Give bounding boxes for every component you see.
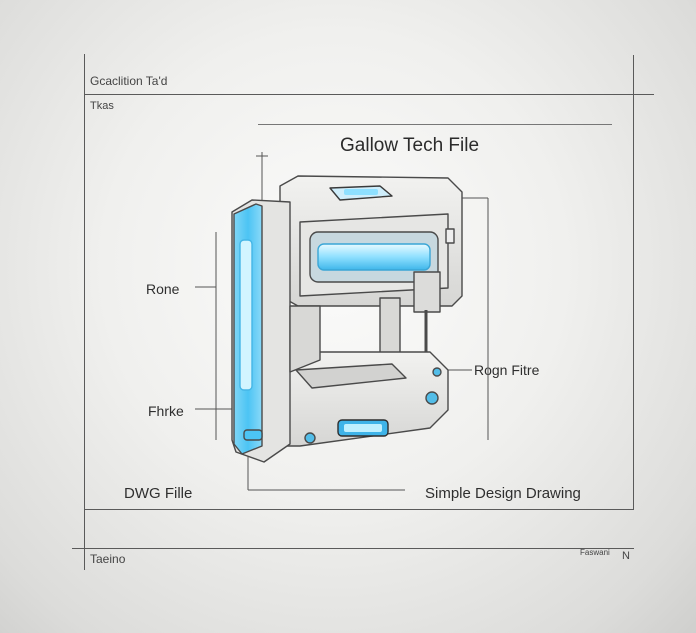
frame-left-line: [84, 54, 85, 570]
footer-left-text: Taeino: [90, 552, 126, 566]
label-right: Rogn Fitre: [474, 362, 540, 378]
indicator-light: [432, 367, 442, 377]
left-column-glow: [239, 239, 253, 391]
label-bottom-left: DWG Fille: [124, 485, 193, 502]
inner-arm: [289, 305, 321, 373]
base-tray: [295, 363, 407, 389]
footer-right-mark: N: [622, 550, 630, 562]
frame-top-line: [84, 94, 654, 95]
top-glow-bar-inner: [317, 243, 431, 271]
frame-footer-line: [72, 548, 634, 549]
label-left-bottom: Fhrke: [148, 403, 184, 419]
header-title: Gcaclition Ta'd: [90, 74, 168, 88]
spindle-housing: [413, 271, 441, 313]
base-knob-right: [425, 391, 439, 405]
left-foot-glow: [243, 429, 263, 441]
top-vent-glow: [344, 189, 378, 195]
header-subtitle: Tkas: [90, 100, 114, 112]
frame-right-line: [633, 55, 634, 510]
inner-pillar: [379, 297, 401, 361]
device-body: [231, 175, 463, 463]
label-bottom-right: Simple Design Drawing: [425, 485, 581, 502]
label-left-top: Rone: [146, 281, 180, 297]
base-knob-left: [304, 432, 316, 444]
side-button: [445, 228, 455, 244]
frame-bottom-inner-line: [84, 509, 634, 510]
title-underline: [258, 124, 612, 125]
base-glow-slot-inner: [344, 424, 382, 432]
footer-right-text: Faswani: [580, 548, 610, 557]
drawing-title: Gallow Tech File: [340, 135, 480, 156]
